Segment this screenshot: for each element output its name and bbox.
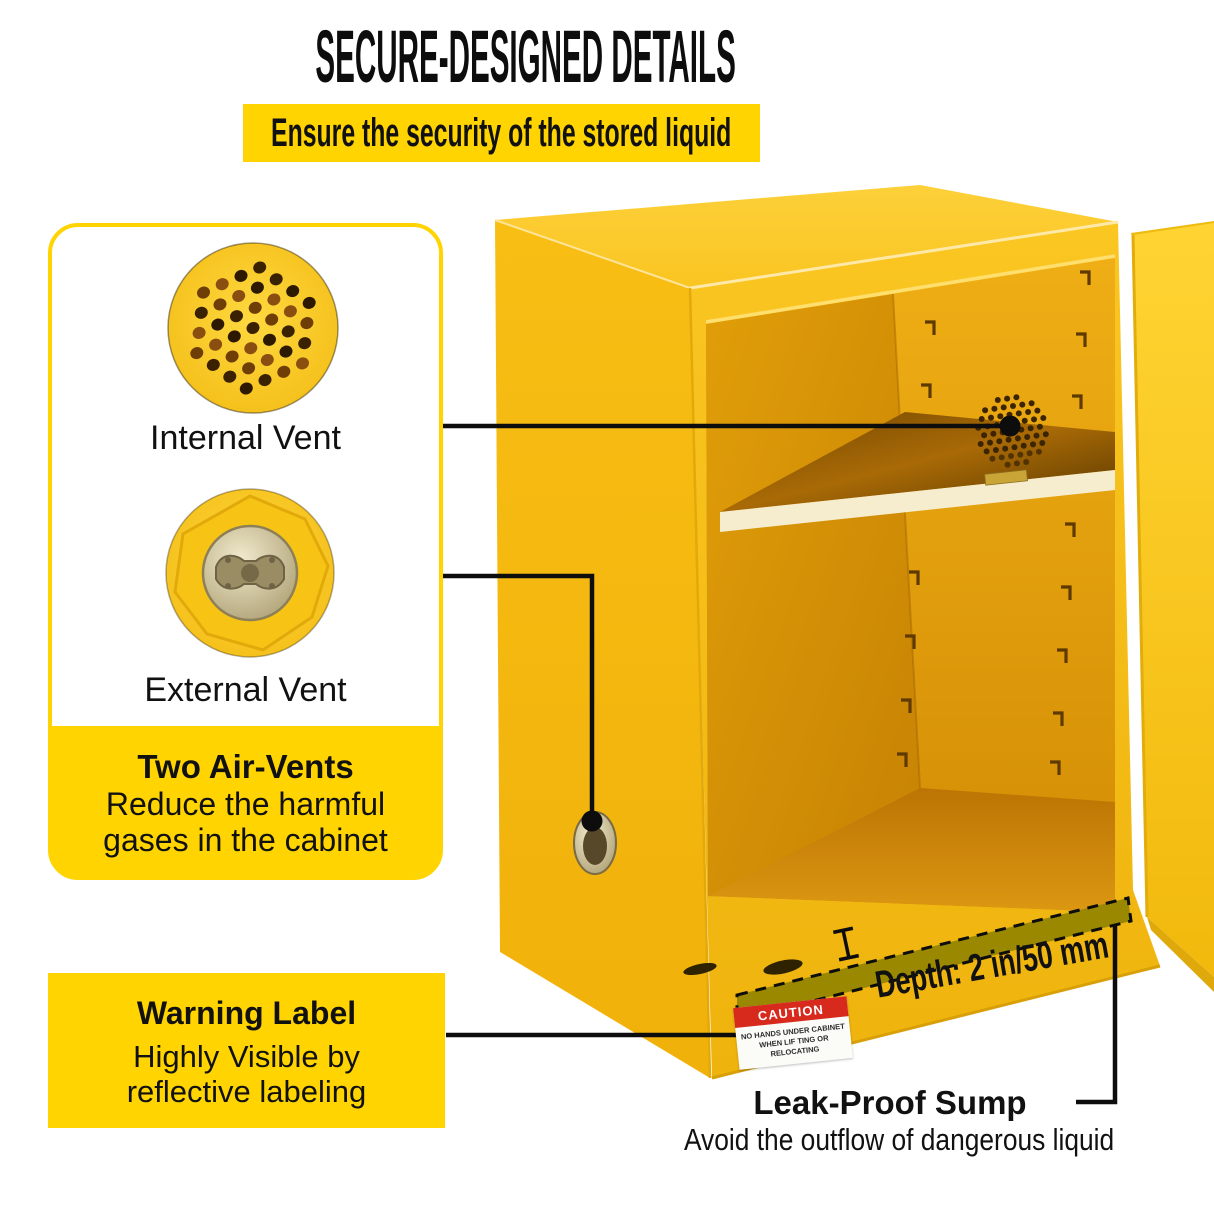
warning-box-title: Warning Label (136, 995, 357, 1031)
cabinet-left-face (495, 220, 710, 1078)
vents-feature-box (52, 726, 439, 876)
door-hinge-edge (1131, 234, 1149, 918)
warning-box-desc-2: reflective labeling (126, 1074, 367, 1109)
air-vents-feature-desc-1: Reduce the harmful (105, 786, 386, 822)
cabinet-shelf-edge (720, 470, 1115, 532)
opening-lip-highlight (705, 254, 1116, 324)
cabinet-top-face (495, 185, 1118, 288)
external-vent-label: External Vent (144, 671, 347, 709)
sump-note-desc: Avoid the outflow of dangerous liquid (683, 1122, 1115, 1157)
edge-highlight (494, 219, 691, 289)
internal-vent-pointer-dot (999, 415, 1021, 437)
shelf-sticker (984, 469, 1028, 486)
cabinet-floor (708, 788, 1115, 912)
caution-label: CAUTION NO HANDS UNDER CABINET WHEN LIF … (733, 996, 853, 1070)
external-vent-pointer-dot (581, 810, 603, 832)
air-vents-feature-desc-2: gases in the cabinet (103, 822, 388, 858)
shelf-slot-marks (897, 270, 1091, 775)
air-vents-feature-title: Two Air-Vents (137, 748, 354, 785)
sump-vent-hole (763, 959, 803, 975)
external-vent-connector (443, 573, 595, 818)
cabinet-door-bottom-edge (1147, 917, 1214, 992)
sump-vent-hole (683, 962, 717, 976)
cabinet-door (1133, 223, 1214, 977)
depth-measure-mark (832, 926, 860, 962)
corner-edge (688, 287, 712, 1079)
sump-connector (1076, 925, 1118, 1105)
internal-vent-photo (167, 242, 339, 414)
internal-vent-label: Internal Vent (150, 419, 341, 457)
wall-corner (892, 293, 921, 789)
sump-note-title: Leak-Proof Sump (753, 1084, 1027, 1121)
page-title: SECURE-DESIGNED DETAILS (315, 15, 736, 98)
external-vent-photo (165, 488, 335, 658)
warning-box-desc-1: Highly Visible by (133, 1039, 360, 1074)
edge-highlight (689, 220, 1119, 290)
subtitle-banner: Ensure the security of the stored liquid (243, 104, 760, 162)
warning-label-box (48, 973, 445, 1128)
